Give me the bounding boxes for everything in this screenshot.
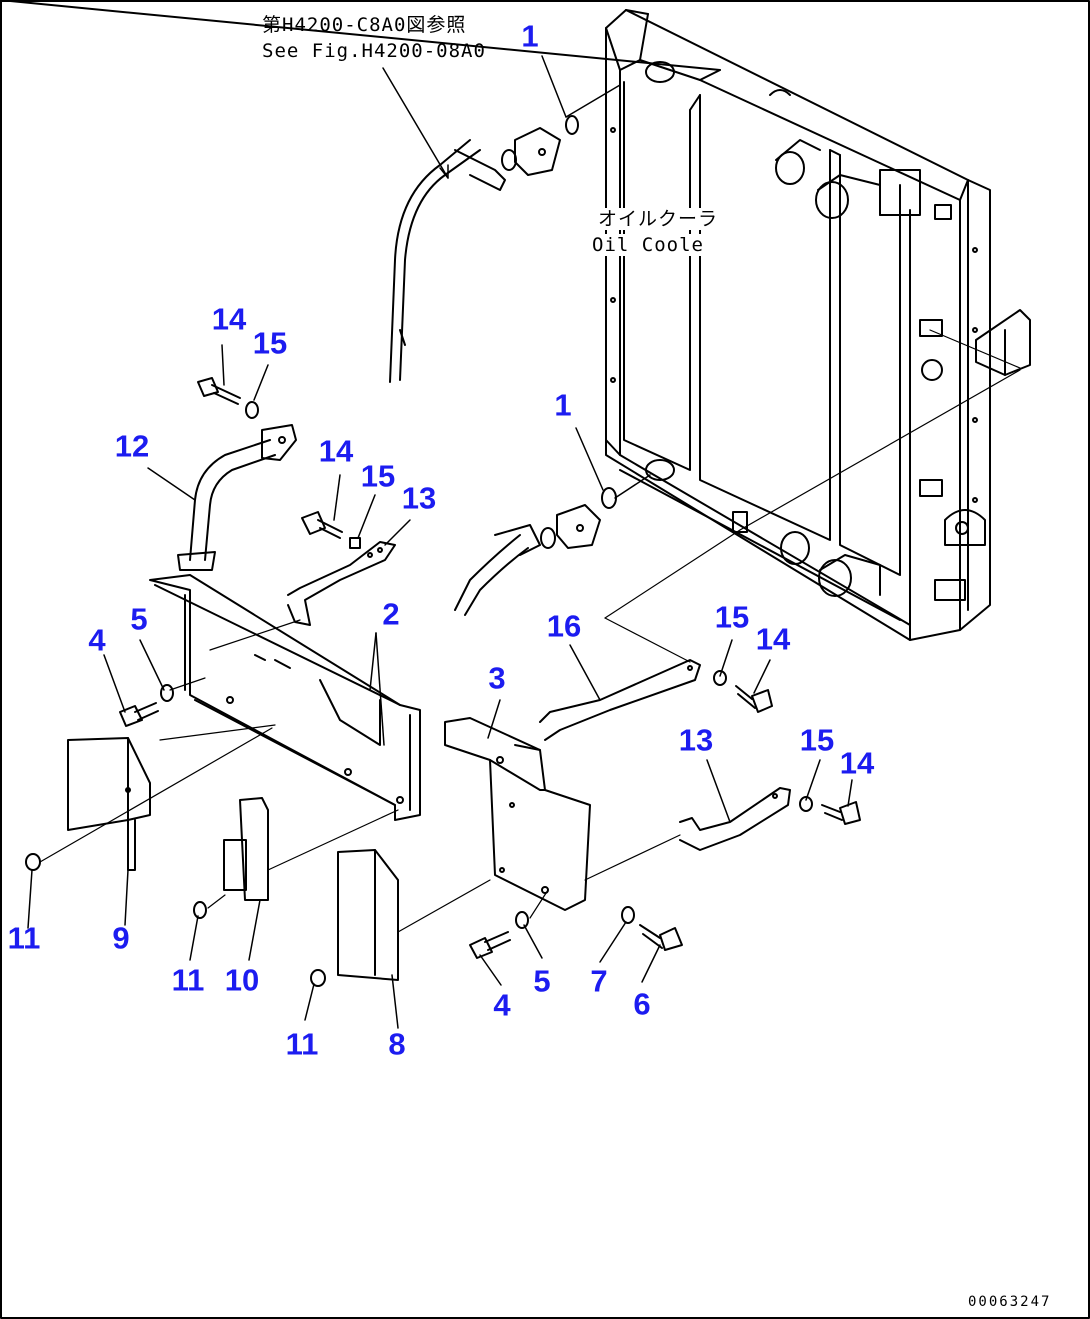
bolt-4-left bbox=[119, 684, 174, 727]
callout-9: 9 bbox=[112, 920, 130, 956]
callout-15: 15 bbox=[714, 599, 750, 635]
callout-5: 5 bbox=[130, 601, 148, 637]
leader-lines bbox=[27, 55, 853, 1029]
reference-note-japanese: 第H4200-C8A0図参照 bbox=[262, 14, 467, 36]
callout-11: 11 bbox=[285, 1026, 319, 1062]
callout-13: 13 bbox=[678, 722, 714, 758]
oil-cooler-radiator-assembly bbox=[0, 0, 1031, 641]
lower-hose bbox=[454, 487, 617, 616]
callout-1: 1 bbox=[521, 18, 539, 54]
callout-15: 15 bbox=[360, 458, 396, 494]
upper-hose bbox=[389, 127, 561, 383]
callout-4: 4 bbox=[493, 987, 511, 1023]
stay-16 bbox=[539, 659, 773, 741]
callout-8: 8 bbox=[388, 1026, 406, 1062]
pipe-12 bbox=[177, 377, 297, 571]
callout-5: 5 bbox=[533, 963, 551, 999]
callout-1: 1 bbox=[554, 387, 572, 423]
callout-7: 7 bbox=[590, 963, 608, 999]
callout-11: 11 bbox=[7, 920, 41, 956]
oil-cooler-label-japanese: オイルクーラ bbox=[598, 208, 719, 230]
bracket-3 bbox=[444, 717, 591, 911]
callout-10: 10 bbox=[224, 962, 260, 998]
callout-4: 4 bbox=[88, 622, 106, 658]
stay-13-lower bbox=[679, 787, 861, 851]
callout-3: 3 bbox=[488, 660, 506, 696]
plate-9 bbox=[25, 737, 151, 871]
plate-10 bbox=[193, 797, 269, 919]
callout-12: 12 bbox=[114, 428, 150, 464]
stay-13-upper bbox=[287, 511, 396, 626]
callout-16: 16 bbox=[546, 608, 582, 644]
callout-15: 15 bbox=[799, 722, 835, 758]
callout-14: 14 bbox=[318, 433, 354, 469]
oil-cooler-label-english: Oil Coole bbox=[592, 234, 704, 256]
callout-2: 2 bbox=[382, 596, 400, 632]
callout-14: 14 bbox=[839, 745, 875, 781]
callout-13: 13 bbox=[401, 480, 437, 516]
callout-14: 14 bbox=[211, 301, 247, 337]
alignment-lines bbox=[39, 329, 1021, 933]
callout-11: 11 bbox=[171, 962, 205, 998]
bolt-6 bbox=[621, 906, 683, 951]
drawing-code: 00063247 bbox=[968, 1294, 1052, 1310]
callout-6: 6 bbox=[633, 986, 651, 1022]
callout-15: 15 bbox=[252, 325, 288, 361]
callout-14: 14 bbox=[755, 621, 791, 657]
plate-8 bbox=[310, 849, 399, 987]
bolt-4-lower bbox=[469, 911, 529, 959]
cover-2 bbox=[149, 574, 421, 821]
reference-note-english: See Fig.H4200-08A0 bbox=[262, 40, 486, 62]
